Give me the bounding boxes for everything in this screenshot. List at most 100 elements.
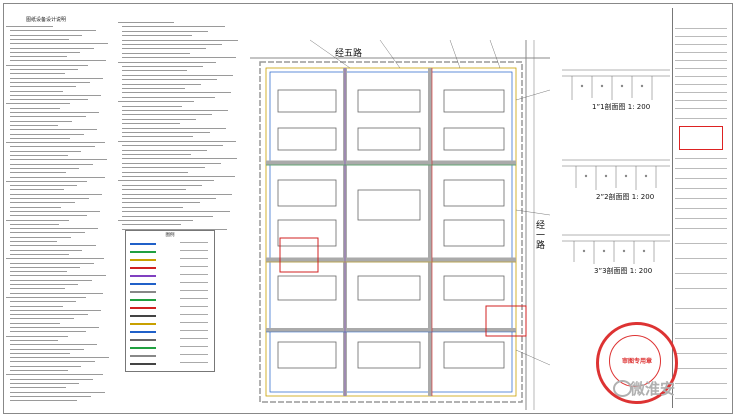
legend-swatch [130, 307, 156, 309]
legend-swatch [130, 259, 156, 261]
note-text-line [10, 124, 59, 126]
note-text-line [10, 382, 80, 384]
note-text-line [10, 51, 81, 53]
note-text-line [122, 184, 202, 186]
legend-row [130, 257, 210, 262]
legend-label [180, 306, 208, 307]
watermark-text: 微淮安 [630, 380, 676, 398]
note-text-line [10, 339, 59, 341]
legend-swatch [130, 299, 156, 301]
legend-label [180, 346, 208, 347]
note-text-line [122, 66, 204, 67]
note-text-line [10, 56, 67, 58]
note-text-line [10, 370, 68, 371]
title-block-rule [675, 258, 727, 259]
note-text-line [10, 172, 66, 174]
note-text-line [10, 262, 94, 264]
note-text-line [118, 61, 216, 63]
title-block-rule [675, 28, 727, 29]
title-block [672, 8, 729, 408]
legend-label [180, 322, 208, 323]
note-text-line [10, 210, 101, 212]
legend-row [130, 361, 210, 366]
note-text-line [10, 99, 88, 101]
approval-seal: 审图专用章 [596, 322, 678, 404]
title-block-rule [675, 178, 727, 179]
note-text-line [10, 266, 81, 268]
site-plan: 经五路 经一路 [250, 20, 551, 410]
note-text-line [122, 123, 180, 125]
note-text-line [10, 215, 87, 217]
title-block-rule [675, 158, 727, 159]
note-text-line [122, 74, 234, 76]
note-text-line [10, 344, 98, 346]
note-text-line [10, 73, 65, 75]
note-text-line [10, 206, 62, 208]
note-text-line [10, 395, 91, 397]
title-block-rule [675, 323, 727, 324]
legend-label [180, 290, 208, 291]
note-text-line [6, 219, 69, 221]
note-text-line [10, 30, 97, 32]
note-text-line [10, 271, 67, 273]
title-block-rule [675, 228, 727, 229]
note-text-line [118, 101, 195, 103]
note-text-line [122, 79, 217, 81]
note-text-line [6, 296, 86, 298]
section-title-2: 2”2剖面图 1: 200 [596, 193, 655, 201]
note-text-line [10, 116, 86, 118]
sheet-border [3, 3, 733, 414]
legend-swatch [130, 355, 156, 357]
note-text-line [10, 352, 70, 354]
legend-row [130, 353, 210, 358]
note-text-line [10, 223, 60, 225]
title-block-rule [675, 368, 727, 369]
note-text-line [122, 215, 214, 217]
title-block-rule [675, 338, 727, 339]
note-text-line [122, 57, 236, 59]
title-block-rule [675, 44, 727, 45]
legend-label [180, 282, 208, 283]
title-block-rule [675, 398, 727, 399]
note-text-line [122, 193, 232, 195]
site-plan-drawing [250, 39, 551, 410]
legend-row [130, 265, 210, 270]
note-text-line [118, 22, 175, 23]
title-block-rule [675, 100, 727, 101]
title-block-rule [675, 118, 727, 119]
note-text-line [118, 180, 215, 182]
note-text-line [10, 81, 90, 83]
note-text-line [122, 149, 207, 151]
note-text-line [10, 318, 75, 320]
legend-swatch [130, 315, 156, 317]
note-text-line [122, 26, 225, 28]
note-text-line [10, 331, 86, 333]
note-text-line [10, 327, 100, 328]
title-block-rule [675, 308, 727, 309]
note-text-line [122, 110, 229, 111]
note-text-line [6, 103, 71, 105]
note-text-line [10, 167, 80, 169]
note-text-line [10, 361, 96, 363]
note-text-line [122, 211, 230, 213]
note-text-line [10, 86, 77, 88]
note-text-line [122, 206, 184, 208]
note-text-line [122, 127, 226, 129]
note-text-line [10, 400, 78, 402]
note-text-line [118, 220, 193, 221]
note-text-line [122, 39, 239, 41]
note-text-line [122, 171, 189, 173]
note-text-line [10, 314, 88, 316]
note-text-line [10, 77, 104, 79]
legend-table: 图例 [125, 230, 215, 372]
note-text-line [122, 228, 227, 230]
note-text-line [10, 241, 58, 242]
note-text-line [10, 198, 89, 199]
note-text-line [122, 167, 205, 169]
legend-label [180, 274, 208, 275]
legend-row [130, 297, 210, 302]
section-drawings [562, 69, 670, 264]
note-text-line [122, 88, 185, 89]
legend-row [130, 273, 210, 278]
note-text-line [6, 258, 104, 260]
